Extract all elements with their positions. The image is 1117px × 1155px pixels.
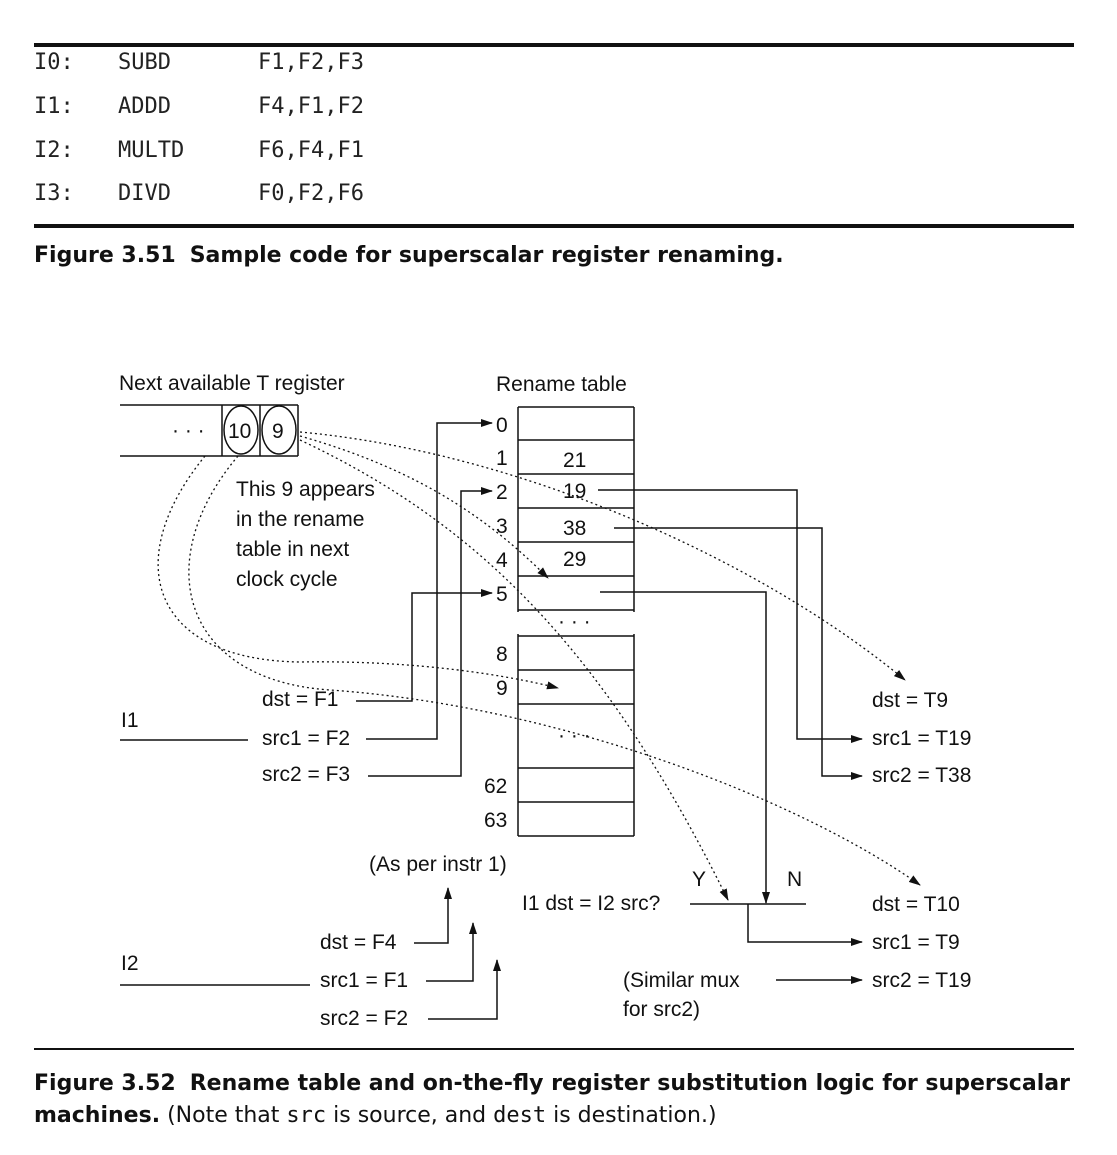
cell-value: 19 (563, 480, 586, 503)
cell-value: 21 (563, 449, 586, 472)
note-part: is source, and (326, 1103, 494, 1128)
figure-title: Rename table and on-the-fly register sub… (34, 1071, 1070, 1128)
row-index: 1 (496, 447, 508, 470)
row-index: 0 (496, 414, 508, 437)
row-index: 9 (496, 677, 508, 700)
wire-src2-f3-to-row2 (368, 487, 493, 777)
cell-value: 38 (563, 517, 586, 540)
similar-mux-note: for src2) (623, 998, 700, 1021)
figure-3-52-caption: Figure 3.52 Rename table and on-the-fly … (34, 1068, 1084, 1132)
code-operands: F1,F2,F3 (258, 50, 364, 75)
i2-field: dst = F4 (320, 931, 397, 954)
figure-title: Sample code for superscalar register ren… (189, 243, 784, 268)
next-available-label: Next available T register (119, 372, 345, 395)
output-i1: src2 = T38 (872, 764, 971, 787)
output-i2: src2 = T19 (872, 969, 971, 992)
code-label: I2: (34, 138, 74, 163)
code-opcode: DIVD (118, 181, 171, 206)
wire-src1-f2-to-row0 (366, 419, 493, 740)
table-gap-ellipsis: · · · (558, 610, 591, 633)
code-opcode: MULTD (118, 138, 185, 163)
i1-field: src1 = F2 (262, 727, 350, 750)
note-line: clock cycle (236, 568, 338, 591)
row-index: 4 (496, 549, 508, 572)
table-gap-ellipsis: · · · (558, 724, 591, 747)
figure-3-51-caption: Figure 3.51 Sample code for superscalar … (34, 243, 784, 268)
i2-label: I2 (121, 952, 139, 975)
wire-mux-to-src1-t9 (747, 904, 863, 946)
wire-i2-src1-up (426, 922, 477, 982)
code-operands: F4,F1,F2 (258, 94, 364, 119)
output-i2: dst = T10 (872, 893, 960, 916)
row-index: 63 (484, 809, 507, 832)
queue-value-10: 10 (228, 420, 251, 443)
cell-value: 29 (563, 548, 586, 571)
caption-rule (34, 1048, 1074, 1050)
code-label: I0: (34, 50, 74, 75)
rename-table-label: Rename table (496, 373, 627, 396)
compare-label: I1 dst = I2 src? (522, 892, 660, 915)
note-line: in the rename (236, 508, 364, 531)
mux-y-label: Y (692, 868, 706, 891)
row-index: 8 (496, 643, 508, 666)
dotted-path-t9-to-table (299, 435, 549, 579)
queue-ellipsis: · · · (172, 419, 205, 442)
rename-table (517, 406, 635, 837)
row-index: 62 (484, 775, 507, 798)
i1-label: I1 (121, 709, 139, 732)
output-i1: dst = T9 (872, 689, 948, 712)
i1-field: src2 = F3 (262, 763, 350, 786)
similar-mux-note: (Similar mux (623, 969, 740, 992)
wire-i2-dst-up (414, 887, 452, 944)
note-line: table in next (236, 538, 349, 561)
code-opcode: ADDD (118, 94, 171, 119)
i1-field: dst = F1 (262, 688, 338, 711)
output-i1: src1 = T19 (872, 727, 971, 750)
as-per-note: (As per instr 1) (369, 853, 507, 876)
wire-row3-to-src2-t38 (614, 527, 863, 780)
queue-value-9: 9 (272, 420, 284, 443)
wire-row5-to-mux (600, 591, 770, 904)
mux-n-label: N (787, 868, 802, 891)
code-operands: F6,F4,F1 (258, 138, 364, 163)
wire-row2-to-src1-t19 (598, 489, 863, 743)
note-code-dest: dest (493, 1103, 547, 1128)
listing-top-rule (34, 43, 1074, 47)
code-label: I1: (34, 94, 74, 119)
i2-field: src1 = F1 (320, 969, 408, 992)
dotted-path-t9-to-dst (299, 431, 906, 681)
figure-number: Figure 3.52 (34, 1071, 176, 1096)
code-label: I3: (34, 181, 74, 206)
note-code-src: src (286, 1103, 327, 1128)
dotted-path-t9-to-mux (299, 439, 729, 901)
code-operands: F0,F2,F6 (258, 181, 364, 206)
row-index: 2 (496, 481, 508, 504)
row-index: 5 (496, 583, 508, 606)
dotted-path-t10-to-dst (188, 455, 921, 886)
listing-bottom-rule (34, 224, 1074, 228)
row-index: 3 (496, 515, 508, 538)
figure-number: Figure 3.51 (34, 243, 176, 268)
note-line: This 9 appears (236, 478, 375, 501)
queue-slot-9-ring (261, 405, 297, 455)
note-part: (Note that (167, 1103, 287, 1128)
code-opcode: SUBD (118, 50, 171, 75)
i2-field: src2 = F2 (320, 1007, 408, 1030)
note-part: is destination.) (546, 1103, 717, 1128)
output-i2: src1 = T9 (872, 931, 960, 954)
queue-slot-10-ring (223, 405, 259, 455)
wire-i2-src2-up (428, 959, 501, 1020)
wire-dst-f1-to-row5 (356, 589, 493, 702)
